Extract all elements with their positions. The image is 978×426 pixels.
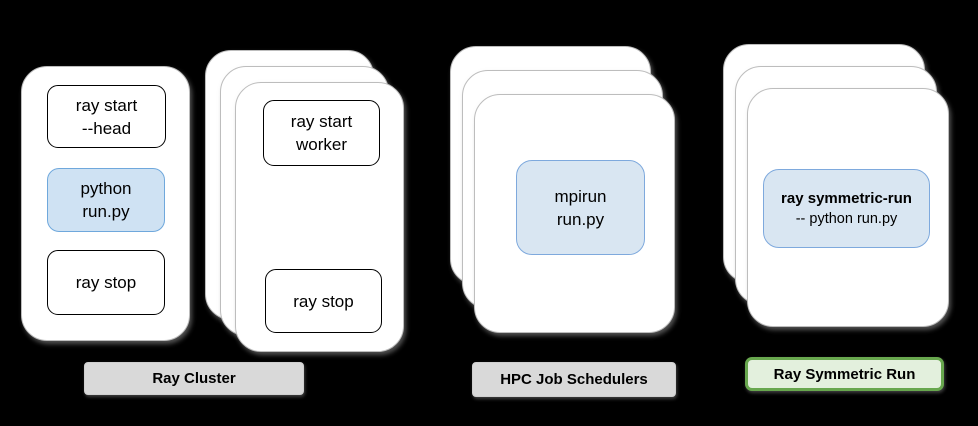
command-line: run.py	[556, 209, 605, 229]
symmetric-run-box: ray symmetric-run -- python run.py	[763, 169, 930, 248]
command-line: ray stop	[75, 273, 137, 292]
worker-card-front: ray start worker ray stop	[235, 82, 404, 352]
ray-start-head-box: ray start --head	[47, 85, 166, 148]
command-line: python	[80, 179, 132, 198]
command-line: mpirun	[554, 186, 607, 206]
command-line: -- python run.py	[795, 210, 898, 227]
mpirun-box: mpirun run.py	[516, 160, 645, 255]
label-text: Ray Cluster	[152, 370, 236, 387]
label-text: Ray Symmetric Run	[773, 365, 916, 383]
command-line: ray start	[75, 95, 138, 115]
ray-start-worker-box: ray start worker	[263, 100, 380, 166]
head-node-card: ray start --head python run.py ray stop	[21, 66, 190, 341]
python-run-box: python run.py	[47, 168, 165, 232]
command-line: run.py	[82, 202, 130, 221]
ray-cluster-label: Ray Cluster	[84, 362, 304, 395]
command-line: ray start	[290, 112, 353, 131]
symmetric-card-front: ray symmetric-run -- python run.py	[747, 88, 949, 327]
hpc-job-schedulers-label: HPC Job Schedulers	[472, 362, 676, 397]
command-line: ray stop	[293, 291, 354, 311]
ray-symmetric-run-label: Ray Symmetric Run	[745, 357, 944, 391]
ray-stop-head-box: ray stop	[47, 250, 165, 315]
command-line: worker	[295, 135, 347, 154]
command-line: ray symmetric-run	[781, 189, 912, 207]
label-text: HPC Job Schedulers	[500, 371, 648, 388]
hpc-card-front: mpirun run.py	[474, 94, 675, 333]
command-line: --head	[81, 118, 132, 138]
ray-stop-worker-box: ray stop	[265, 269, 382, 333]
